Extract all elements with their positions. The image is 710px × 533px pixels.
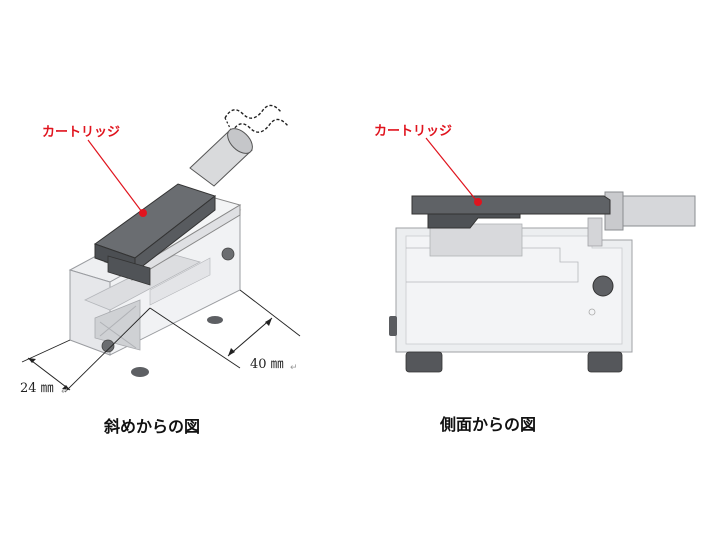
cable-side [604, 191, 696, 231]
cartridge-label-side: カートリッジ [374, 124, 452, 139]
dim-label-40mm: 40 ㎜ [250, 357, 284, 372]
screw-head-side [592, 275, 614, 297]
return-mark-icon: ↵ [61, 387, 69, 397]
cable-tube [189, 128, 253, 187]
cartridge-label-oblique: カートリッジ [42, 125, 120, 140]
cartridge-side [411, 195, 611, 229]
dimension-24mm: 24 ㎜ ↵ [20, 307, 151, 397]
screw-hole-side [221, 247, 235, 261]
foot-left [405, 351, 443, 373]
small-hole [588, 308, 596, 316]
foot-right [587, 351, 623, 373]
housing-side [389, 217, 633, 373]
foot-1 [131, 367, 149, 377]
screw-hole-front [101, 339, 115, 353]
oblique-view: カートリッジ 24 ㎜ ↵ 40 ㎜ ↵ 斜めからの図 [20, 104, 301, 436]
side-view: カートリッジ 側面からの図 [374, 124, 696, 434]
caption-side: 側面からの図 [439, 415, 536, 434]
cartridge-leader-line [87, 139, 143, 213]
dim-label-24mm: 24 ㎜ [20, 381, 54, 396]
side-knob [389, 316, 397, 336]
foot-2 [207, 316, 223, 324]
cartridge-oblique [93, 183, 217, 286]
caption-oblique: 斜めからの図 [103, 417, 200, 436]
cartridge-leader-line-side [425, 137, 477, 201]
dimension-40mm: 40 ㎜ ↵ [149, 289, 301, 373]
return-mark-icon: ↵ [290, 363, 298, 373]
